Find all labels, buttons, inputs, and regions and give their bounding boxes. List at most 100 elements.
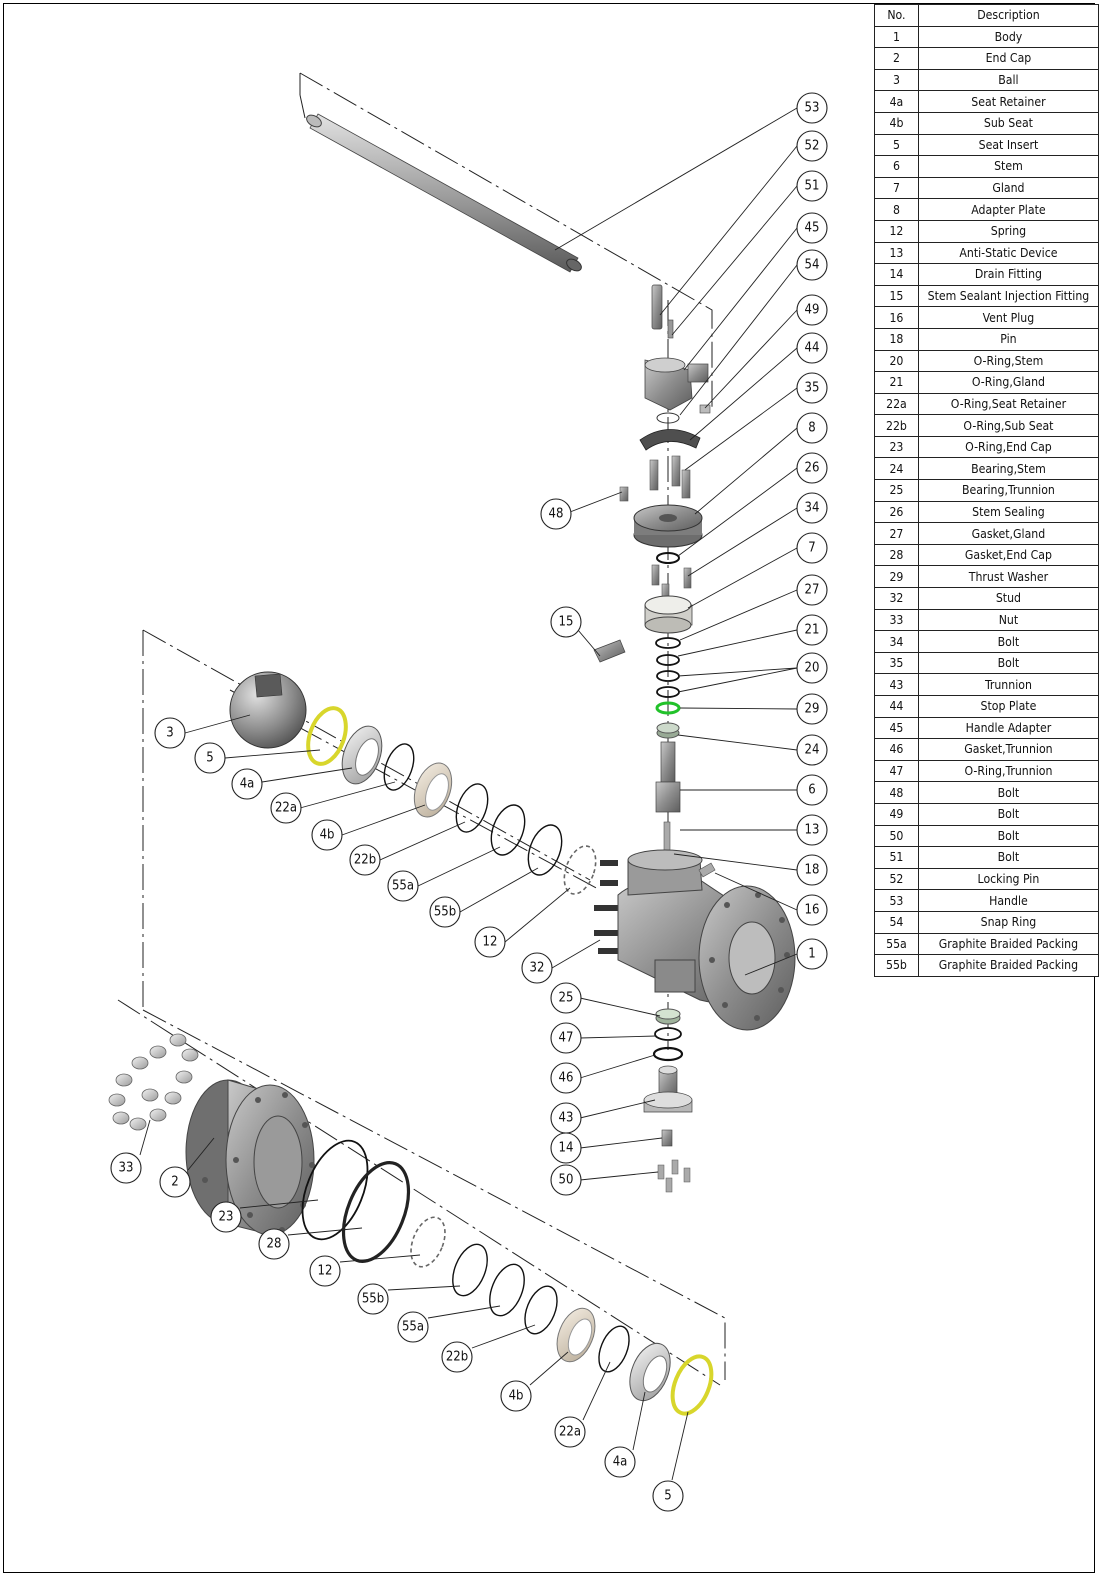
adapter-plate-part [633,504,703,548]
svg-text:24: 24 [805,743,820,758]
callout-27: 27 [796,574,828,606]
callout-55a-upper: 55a [387,870,419,902]
packing-55a-upper [490,804,526,856]
part-number-cell: 49 [874,802,919,826]
part-description-cell: Ball [917,68,1099,92]
trunnion-gasket-part [652,1046,684,1062]
part-description-cell: Stem [917,155,1099,178]
part-number-cell: 55b [874,954,919,977]
svg-text:51: 51 [805,179,820,194]
part-number-cell: 18 [874,327,919,351]
header-description: Description [917,4,1099,27]
callout-22a-upper: 22a [270,792,302,824]
header-no: No. [874,4,919,27]
callout-3: 3 [154,717,186,749]
part-description-cell: Bolt [917,802,1099,826]
part-number-cell: 43 [874,673,919,696]
part-number-cell: 22a [874,392,919,416]
callout-4b-lower: 4b [500,1380,532,1412]
svg-text:28: 28 [267,1237,282,1252]
part-number-cell: 23 [874,435,919,459]
callout-28: 28 [258,1228,290,1260]
callout-7: 7 [796,532,828,564]
svg-text:3: 3 [166,726,173,741]
part-number-cell: 25 [874,479,919,502]
gasket-end-cap-part [341,1161,411,1263]
svg-text:55b: 55b [362,1292,384,1307]
svg-text:47: 47 [559,1031,574,1046]
oring-seat-retainer-upper [383,743,415,791]
part-number-cell: 35 [874,651,919,675]
callout-14: 14 [550,1132,582,1164]
part-number-cell: 54 [874,910,919,934]
oring-sub-seat-lower [524,1285,558,1335]
adapter-bolts-part [619,455,691,502]
callout-8: 8 [796,412,828,444]
svg-text:23: 23 [219,1210,234,1225]
table-header-row: No. Description [874,4,1099,27]
svg-text:14: 14 [559,1141,574,1156]
seat-insert-part-lower [670,1354,714,1416]
svg-text:6: 6 [808,783,815,798]
part-description-cell: Sub Seat [917,111,1099,135]
part-description-cell: Gasket,Gland [917,522,1099,545]
callout-4b-upper: 4b [311,819,343,851]
svg-text:27: 27 [805,583,820,598]
callout-49: 49 [796,294,828,326]
callout-24: 24 [796,734,828,766]
part-description-cell: Anti-Static Device [917,241,1099,265]
part-number-cell: 14 [874,263,919,286]
spring-part-lower [410,1216,446,1268]
part-number-cell: 13 [874,241,919,265]
part-description-cell: Thrust Washer [917,565,1099,589]
svg-text:4b: 4b [509,1389,524,1404]
part-number-cell: 26 [874,500,919,524]
svg-text:2: 2 [171,1175,178,1190]
callout-51: 51 [796,170,828,202]
callout-29: 29 [796,693,828,725]
callout-5-lower: 5 [652,1480,684,1512]
sub-seat-part-lower [556,1307,596,1363]
part-number-cell: 27 [874,522,919,545]
callout-25: 25 [550,982,582,1014]
part-number-cell: 6 [874,155,919,178]
callout-26: 26 [796,452,828,484]
thrust-washer-part [655,701,681,715]
part-description-cell: Bearing,Trunnion [917,479,1099,502]
callout-32: 32 [521,952,553,984]
part-description-cell: Graphite Braided Packing [917,954,1099,977]
part-number-cell: 33 [874,608,919,632]
part-number-cell: 52 [874,867,919,891]
svg-text:45: 45 [805,221,820,236]
svg-text:48: 48 [549,507,564,522]
spring-part-upper [563,845,597,895]
svg-text:16: 16 [805,903,820,918]
callout-50: 50 [550,1164,582,1196]
svg-text:8: 8 [808,421,815,436]
seat-retainer-part-upper [341,725,383,785]
svg-text:20: 20 [805,661,820,676]
pin-part [663,821,671,853]
callout-18: 18 [796,854,828,886]
part-number-cell: 51 [874,846,919,869]
part-description-cell: Handle Adapter [917,716,1099,740]
oring-end-cap-part [301,1139,369,1241]
part-number-cell: 29 [874,565,919,589]
part-description-cell: Body [917,25,1099,49]
svg-text:55a: 55a [392,879,414,894]
